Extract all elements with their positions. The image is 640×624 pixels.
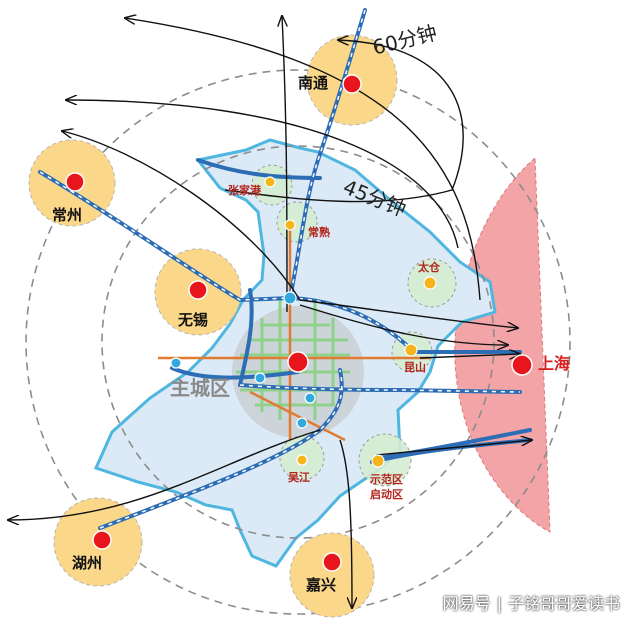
watermark-separator: |	[496, 594, 502, 613]
watermark: 网易号 | 子铭哥哥爱读书	[443, 590, 620, 614]
connection-arrows	[8, 16, 532, 608]
node-label-kunshan: 昆山	[404, 361, 426, 374]
shanghai-dot	[511, 354, 533, 376]
node-label-demo-zone: 示范区	[370, 473, 403, 486]
city-label-huzhou: 湖州	[72, 554, 103, 572]
watermark-platform: 网易号	[442, 594, 491, 613]
city-label-changzhou: 常州	[52, 206, 83, 224]
city-dots	[65, 74, 362, 572]
node-label-taicang: 太仓	[418, 261, 440, 274]
node-label-zhangjiagang: 张家港	[228, 184, 261, 197]
node-dots	[264, 176, 437, 468]
transit-nodes	[170, 291, 316, 429]
city-label-jiaxing: 嘉兴	[306, 576, 337, 594]
rail-dashes	[39, 9, 521, 529]
city-label-shanghai: 上海	[538, 354, 571, 373]
node-label-demo-zone-2: 启动区	[370, 488, 403, 501]
city-label-wuxi: 无锡	[178, 311, 209, 329]
node-label-changshu: 常熟	[308, 226, 330, 239]
node-label-wujiang: 吴江	[288, 471, 310, 484]
main-urban-label: 主城区	[170, 376, 230, 400]
suzhou-core-dot	[287, 351, 309, 373]
city-label-nantong: 南通	[298, 74, 329, 92]
ring-60min	[25, 69, 571, 615]
watermark-account: 子铭哥哥爱读书	[507, 594, 620, 613]
ring-45min	[101, 145, 495, 539]
